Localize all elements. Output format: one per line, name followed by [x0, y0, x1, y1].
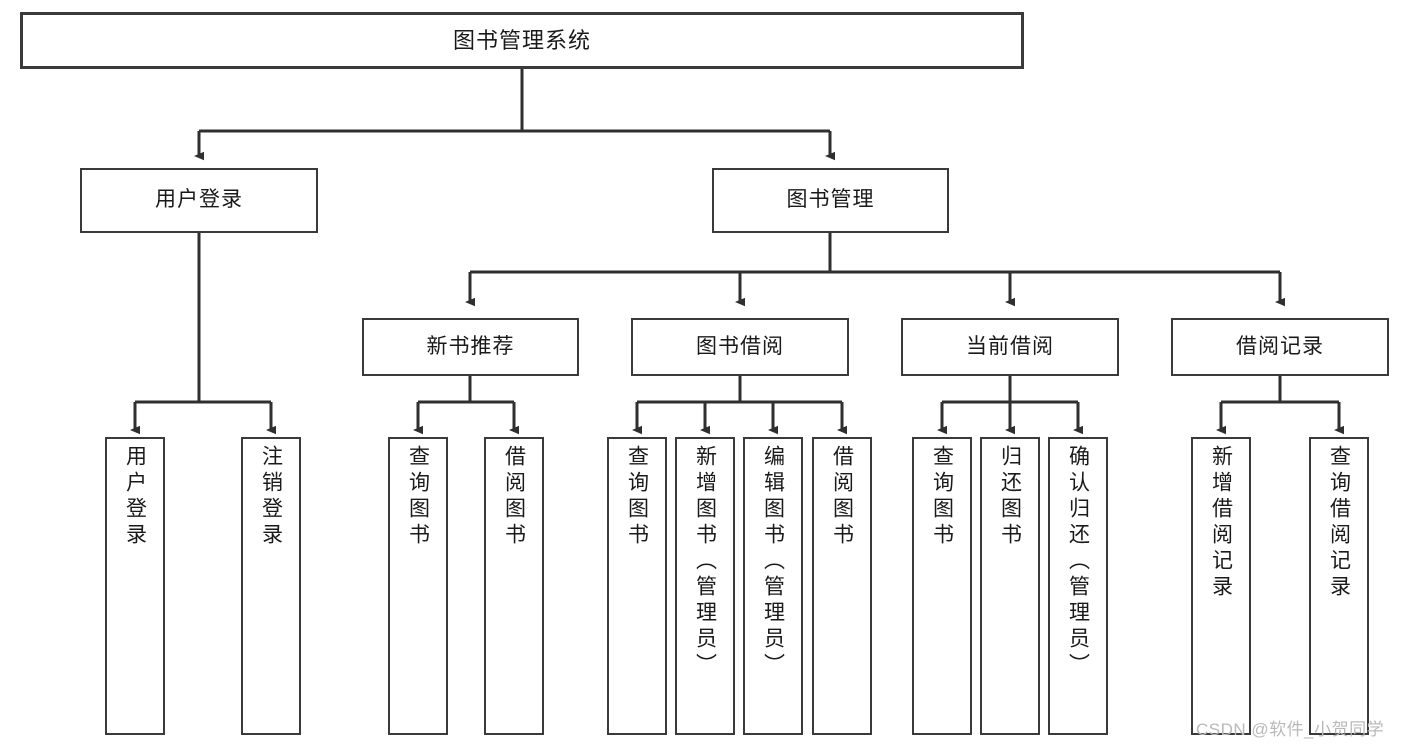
leaf-book-borrow-edit-book-admin[interactable]: 编辑图书（管理员） [743, 437, 803, 735]
node-label: 编辑图书（管理员） [761, 445, 785, 679]
node-borrow-record[interactable]: 借阅记录 [1171, 318, 1389, 376]
leaf-book-borrow-add-book-admin[interactable]: 新增图书（管理员） [675, 437, 735, 735]
node-root-book-management-system[interactable]: 图书管理系统 [20, 12, 1024, 69]
node-label: 新书推荐 [426, 334, 515, 358]
node-book-borrow[interactable]: 图书借阅 [631, 318, 849, 376]
node-label: 用户登录 [123, 445, 147, 549]
node-current-borrow[interactable]: 当前借阅 [901, 318, 1119, 376]
leaf-user-login-logout[interactable]: 注销登录 [241, 437, 301, 735]
leaf-current-borrow-query-book[interactable]: 查询图书 [912, 437, 972, 735]
node-user-login[interactable]: 用户登录 [80, 168, 318, 233]
node-label: 查询图书 [406, 445, 430, 549]
node-label: 当前借阅 [966, 334, 1054, 358]
node-label: 注销登录 [259, 445, 283, 549]
leaf-current-borrow-return-book[interactable]: 归还图书 [980, 437, 1040, 735]
node-label: 图书管理系统 [452, 27, 591, 53]
node-book-management[interactable]: 图书管理 [712, 168, 949, 233]
node-label: 新增借阅记录 [1209, 445, 1233, 601]
leaf-new-book-borrow-book[interactable]: 借阅图书 [484, 437, 544, 735]
node-label: 查询借阅记录 [1327, 445, 1351, 601]
node-label: 图书借阅 [696, 334, 784, 358]
node-label: 确认归还（管理员） [1066, 445, 1090, 679]
node-label: 查询图书 [930, 445, 954, 549]
node-label: 借阅图书 [830, 445, 854, 549]
node-label: 用户登录 [155, 188, 243, 212]
node-label: 归还图书 [998, 445, 1022, 549]
node-label: 借阅记录 [1236, 334, 1324, 358]
node-new-book-recommend[interactable]: 新书推荐 [362, 318, 579, 376]
node-label: 查询图书 [625, 445, 649, 549]
leaf-user-login-login[interactable]: 用户登录 [105, 437, 165, 735]
leaf-borrow-record-query-record[interactable]: 查询借阅记录 [1309, 437, 1369, 735]
leaf-book-borrow-borrow-book[interactable]: 借阅图书 [812, 437, 872, 735]
leaf-book-borrow-query-book[interactable]: 查询图书 [607, 437, 667, 735]
leaf-borrow-record-add-record[interactable]: 新增借阅记录 [1191, 437, 1251, 735]
node-label: 新增图书（管理员） [693, 445, 717, 679]
node-label: 图书管理 [786, 188, 875, 212]
leaf-new-book-query-book[interactable]: 查询图书 [388, 437, 448, 735]
leaf-current-borrow-confirm-return-admin[interactable]: 确认归还（管理员） [1048, 437, 1108, 735]
node-label: 借阅图书 [502, 445, 526, 549]
